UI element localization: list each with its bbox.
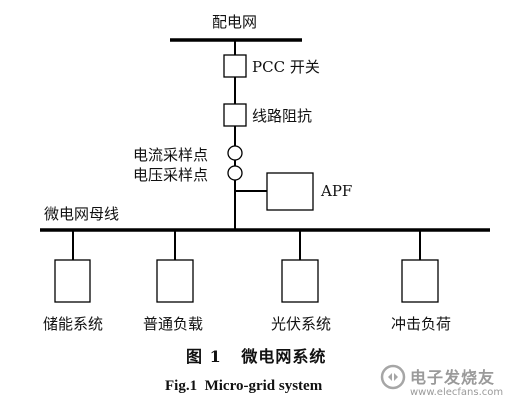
normal-load-label: 普通负载 <box>143 315 204 333</box>
apf-label: APF <box>321 182 353 200</box>
current-sampling-label: 电流采样点 <box>133 146 209 164</box>
voltage-sampling-label: 电压采样点 <box>133 166 209 184</box>
pcc-switch-box <box>223 54 247 78</box>
voltage-sampling-point <box>227 165 243 181</box>
current-sampling-point <box>227 145 243 161</box>
apf-box <box>266 172 314 211</box>
grid-label: 配电网 <box>212 13 258 31</box>
figure-caption-cn: 图 1 微电网系统 <box>186 347 327 366</box>
watermark: 电子发烧友 www.elecfans.com <box>378 360 503 408</box>
impact-load-label: 冲击负荷 <box>391 315 452 333</box>
watermark-logo-icon <box>380 364 406 390</box>
pv-system-label: 光伏系统 <box>271 315 332 333</box>
figure-caption-en: Fig.1 Micro-grid system <box>165 378 323 394</box>
watermark-text: 电子发烧友 <box>410 368 496 387</box>
impact-load-box <box>401 259 439 303</box>
watermark-site: www.elecfans.com <box>410 387 504 398</box>
pv-system-box <box>281 259 319 303</box>
pcc-switch-label: PCC 开关 <box>252 58 320 76</box>
energy-storage-box <box>54 259 91 303</box>
energy-storage-label: 储能系统 <box>43 315 104 333</box>
microgrid-bus-label: 微电网母线 <box>44 205 120 223</box>
line-impedance-label: 线路阻抗 <box>252 107 313 125</box>
normal-load-box <box>156 259 194 303</box>
line-impedance-box <box>223 103 247 127</box>
